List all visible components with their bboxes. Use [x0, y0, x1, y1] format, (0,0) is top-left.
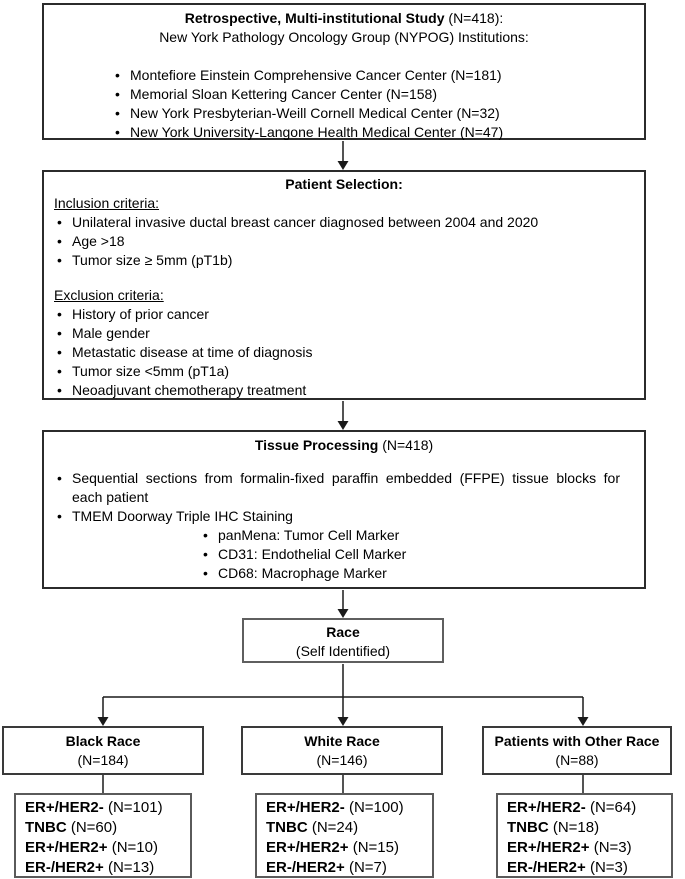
subtype-row: ER+/HER2- (N=101) [25, 798, 190, 818]
arrowhead [337, 421, 349, 430]
race-group-black: Black Race (N=184) [2, 726, 204, 775]
race-group-name: Black Race [65, 732, 141, 749]
inclusion-item: Age >18 [54, 232, 634, 251]
subtype-label: TNBC [507, 819, 549, 836]
institution-item: Montefiore Einstein Comprehensive Cancer… [112, 66, 634, 85]
stain-marker-item: CD68: Macrophage Marker [200, 564, 634, 583]
race-group-white: White Race (N=146) [241, 726, 443, 775]
patient-selection-box: Patient Selection: Inclusion criteria: U… [42, 170, 646, 400]
subtypes-other-box: ER+/HER2- (N=64) TNBC (N=18) ER+/HER2+ (… [496, 793, 673, 878]
tissue-bullet-staining: TMEM Doorway Triple IHC Staining [54, 507, 634, 526]
subtype-count: (N=60) [70, 819, 118, 836]
subtype-row: ER-/HER2+ (N=13) [25, 858, 190, 878]
subtype-label: TNBC [266, 819, 308, 836]
subtype-count: (N=3) [593, 839, 632, 856]
subtype-count: (N=10) [111, 839, 158, 856]
exclusion-item: Neoadjuvant chemotherapy treatment [54, 381, 634, 400]
subtype-count: (N=18) [552, 819, 600, 836]
stain-marker-item: CD31: Endothelial Cell Marker [200, 545, 634, 564]
study-overview-box: Retrospective, Multi-institutional Study… [42, 3, 646, 142]
subtype-count: (N=101) [107, 799, 163, 816]
subtype-count: (N=3) [589, 859, 628, 876]
subtype-row: ER+/HER2+ (N=15) [266, 838, 432, 858]
institution-item: New York Presbyterian-Weill Cornell Medi… [112, 104, 634, 123]
subtype-label: ER-/HER2+ [266, 859, 345, 876]
arrowhead [577, 717, 589, 726]
exclusion-item: Male gender [54, 324, 634, 343]
inclusion-heading: Inclusion criteria: [54, 195, 160, 211]
subtype-label: ER-/HER2+ [507, 859, 586, 876]
inclusion-list: Unilateral invasive ductal breast cancer… [54, 213, 634, 270]
stain-marker-item: panMena: Tumor Cell Marker [200, 526, 634, 545]
tissue-title-line: Tissue Processing (N=418) [54, 436, 634, 455]
race-box: Race (Self Identified) [242, 618, 444, 663]
institution-item: New York University-Langone Health Medic… [112, 123, 634, 142]
arrowhead [337, 609, 349, 618]
subtype-row: TNBC (N=60) [25, 818, 190, 838]
subtype-row: TNBC (N=18) [507, 818, 671, 838]
subtype-label: TNBC [25, 819, 67, 836]
subtype-count: (N=64) [589, 799, 637, 816]
subtype-count: (N=15) [352, 839, 399, 856]
subtype-count: (N=24) [311, 819, 359, 836]
race-group-name: White Race [304, 732, 380, 749]
tissue-bullet-sections: Sequential sections from formalin-fixed … [54, 469, 634, 507]
subtype-row: ER+/HER2- (N=64) [507, 798, 671, 818]
study-subtitle: New York Pathology Oncology Group (NYPOG… [159, 29, 529, 45]
race-group-count: (N=146) [316, 751, 368, 768]
arrowhead [337, 717, 349, 726]
tissue-title: Tissue Processing [254, 437, 379, 453]
tissue-title-n: (N=418) [382, 437, 434, 453]
exclusion-item: Metastatic disease at time of diagnosis [54, 343, 634, 362]
subtype-label: ER+/HER2- [507, 799, 586, 816]
stain-marker-list: panMena: Tumor Cell Marker CD31: Endothe… [200, 526, 634, 583]
subtype-row: TNBC (N=24) [266, 818, 432, 838]
tissue-bullet-list: Sequential sections from formalin-fixed … [54, 469, 634, 526]
institution-item: Memorial Sloan Kettering Cancer Center (… [112, 85, 634, 104]
institution-list: Montefiore Einstein Comprehensive Cancer… [112, 66, 634, 142]
subtype-count: (N=7) [348, 859, 387, 876]
subtype-label: ER+/HER2+ [507, 839, 590, 856]
subtype-label: ER-/HER2+ [25, 859, 104, 876]
subtype-label: ER+/HER2- [266, 799, 345, 816]
race-subtitle: (Self Identified) [295, 643, 391, 659]
exclusion-list: History of prior cancer Male gender Meta… [54, 305, 634, 400]
subtype-label: ER+/HER2- [25, 799, 104, 816]
subtype-count: (N=100) [348, 799, 404, 816]
study-title: Retrospective, Multi-institutional Study [184, 10, 445, 26]
race-group-other: Patients with Other Race (N=88) [482, 726, 672, 775]
subtype-label: ER+/HER2+ [25, 839, 108, 856]
subtype-label: ER+/HER2+ [266, 839, 349, 856]
subtype-row: ER-/HER2+ (N=7) [266, 858, 432, 878]
race-title: Race [326, 624, 360, 640]
subtype-row: ER+/HER2- (N=100) [266, 798, 432, 818]
tissue-processing-box: Tissue Processing (N=418) Sequential sec… [42, 430, 646, 589]
race-group-count: (N=88) [555, 751, 599, 768]
exclusion-item: History of prior cancer [54, 305, 634, 324]
subtype-row: ER+/HER2+ (N=10) [25, 838, 190, 858]
subtypes-black-box: ER+/HER2- (N=101) TNBC (N=60) ER+/HER2+ … [14, 793, 192, 878]
study-title-n: (N=418): [448, 10, 504, 26]
inclusion-item: Unilateral invasive ductal breast cancer… [54, 213, 634, 232]
subtype-row: ER-/HER2+ (N=3) [507, 858, 671, 878]
exclusion-heading: Exclusion criteria: [54, 287, 164, 303]
patient-selection-title: Patient Selection: [285, 176, 403, 192]
subtypes-white-box: ER+/HER2- (N=100) TNBC (N=24) ER+/HER2+ … [255, 793, 434, 878]
race-group-count: (N=184) [77, 751, 129, 768]
inclusion-item: Tumor size ≥ 5mm (pT1b) [54, 251, 634, 270]
subtype-count: (N=13) [107, 859, 155, 876]
arrowhead [97, 717, 109, 726]
study-title-line: Retrospective, Multi-institutional Study… [54, 9, 634, 28]
exclusion-item: Tumor size <5mm (pT1a) [54, 362, 634, 381]
subtype-row: ER+/HER2+ (N=3) [507, 838, 671, 858]
race-group-name: Patients with Other Race [494, 732, 660, 749]
arrowhead [337, 161, 349, 170]
